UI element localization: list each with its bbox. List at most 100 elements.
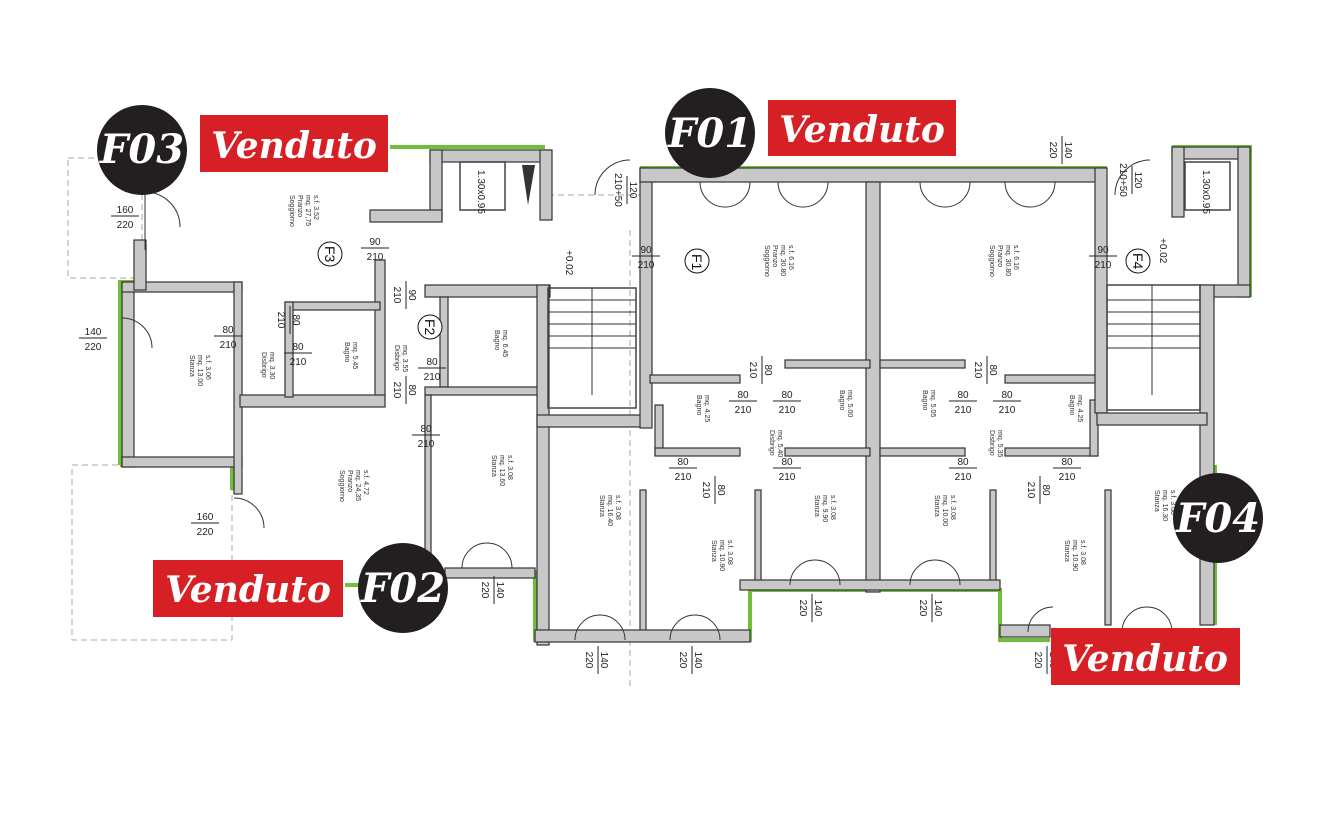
room-area: mq. 5.45 [351,342,358,369]
room-sf: s.f. 4.72 [362,470,369,495]
room-sub: Pranzo [296,195,303,217]
entrance-tag-f2: F2 [422,319,438,336]
door-width: 80 [292,342,304,353]
room-sub: Pranzo [346,470,353,492]
door-height: 210+50 [1117,163,1128,197]
door-height: 210 [391,382,402,399]
door-height: 210 [1095,260,1112,271]
sold-banner [1051,628,1240,685]
room-sf: s.f. 3.08 [1079,540,1086,565]
door-width: 80 [426,357,438,368]
door-width: 80 [677,457,689,468]
room-name: Soggiorno [763,245,770,277]
unit-f02[interactable]: Venduto F02 [153,543,448,633]
entrance-tags: F3 F1 F2 F4 +0.02 +0.02 [317,238,1168,340]
door-width: 90 [369,237,381,248]
unit-f03[interactable]: Venduto F03 [97,105,388,195]
unit-id: F03 [99,126,184,173]
unit-f01[interactable]: Venduto F01 [665,88,956,178]
door-height: 210 [999,405,1016,416]
room-name: Soggiorno [338,470,345,502]
room-name: Bagno [493,330,500,350]
room-sf: s.f. 3.08 [726,540,733,565]
room-label: Disbrigomq. 3.30 [260,352,275,379]
door-height: 210 [290,357,307,368]
door-width: 80 [957,390,969,401]
elevation-label: +0.02 [563,250,574,276]
room-name: Stanza [188,355,195,377]
room-sf: s.f. 3.08 [829,495,836,520]
sold-banner [200,115,388,172]
room-area: mq. 3.55 [401,345,408,372]
room-sub: Pranzo [771,245,778,267]
room-name: Stanza [813,495,820,517]
door-width: 80 [406,384,417,396]
door-height: 220 [583,652,594,669]
room-label: Disbrigomq. 5.40 [768,430,783,457]
door-width: 80 [222,325,234,336]
room-sf: s.f. 6.16 [1012,245,1019,270]
door-width: 80 [1061,457,1073,468]
room-label: Stanzamq. 16.40s.f. 3.08 [598,495,621,526]
sold-label: Venduto [1062,638,1228,680]
door-width: 80 [290,314,301,326]
room-area: mq. 24,35 [354,470,361,501]
room-area: mq. 16.40 [606,495,613,526]
sold-label: Venduto [211,125,377,167]
room-label: SoggiornoPranzomq. 30.80s.f. 6.16 [988,245,1019,277]
door-width: 140 [494,582,505,599]
room-label: SoggiornoPranzomq. 30.80s.f. 6.16 [763,245,794,277]
door-height: 210 [418,439,435,450]
room-label: Stanzamq. 13.00s.f. 3.06 [188,355,211,386]
door-height: 210 [779,472,796,483]
room-name: Stanza [1153,490,1160,512]
unit-badge [358,543,448,633]
room-label: Disbrigomq. 5.35 [988,430,1003,457]
room-label: Stanzamq. 16.30s.f. 3.08 [1153,490,1176,521]
door-width: 140 [1062,142,1073,159]
door-height: 220 [917,600,928,617]
door-width: 90 [1097,245,1109,256]
door-width: 80 [781,390,793,401]
door-height: 220 [197,527,214,538]
room-area: mq. 4.25 [1076,395,1083,422]
door-width: 160 [197,512,214,523]
room-area: mq. 10.00 [941,495,948,526]
room-name: Disbrigo [768,430,775,456]
room-name: Bagno [921,390,928,410]
door-width: 140 [598,652,609,669]
room-label: Bagnomq. 5.05 [921,390,936,417]
door-width: 80 [1040,484,1051,496]
unit-badge [1173,473,1263,563]
door-height: 220 [677,652,688,669]
unit-f04[interactable]: Venduto F04 [1051,473,1263,685]
door-height: 210 [424,372,441,383]
room-label: Stanzamq. 13.60s.f. 3.08 [490,455,513,486]
room-area: mq. 4.25 [703,395,710,422]
door-height: 210 [638,260,655,271]
room-sf: s.f. 3.08 [1169,490,1176,515]
room-label: Bagnomq. 5.00 [838,390,853,417]
door-width: 80 [737,390,749,401]
door-width: 80 [715,484,726,496]
room-area: mq. 5.40 [776,430,783,457]
room-area: mq. 10.90 [718,540,725,571]
door-height: 210+50 [612,173,623,207]
room-sub: Pranzo [996,245,1003,267]
entrance-tag-f3: F3 [322,246,338,263]
room-area: mq. 5.05 [929,390,936,417]
door-height: 210 [391,287,402,304]
